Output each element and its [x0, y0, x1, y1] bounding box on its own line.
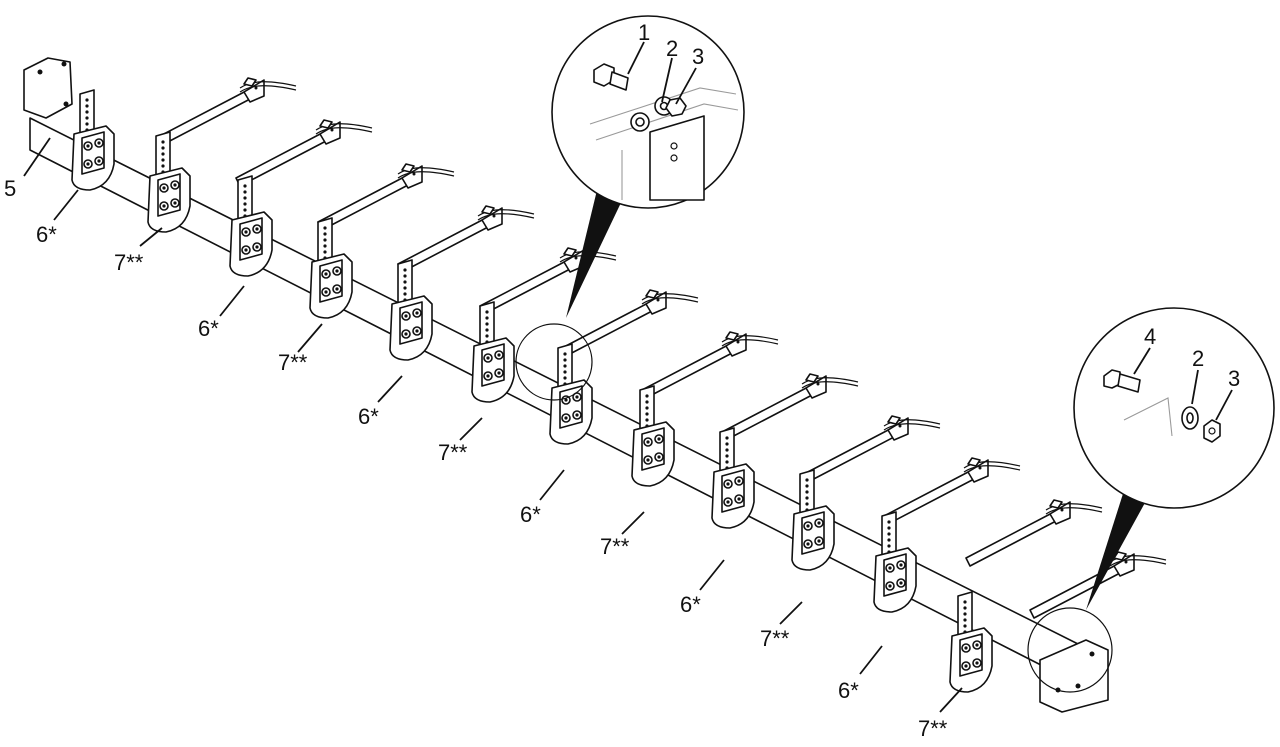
callout-1: 1: [638, 20, 650, 45]
callout-5: 5: [4, 176, 16, 201]
callout-6: 6*: [36, 222, 57, 247]
callout-3: 3: [1228, 366, 1240, 391]
callout-2: 2: [666, 36, 678, 61]
detail-pointer-bottom: [1086, 478, 1152, 610]
callout-6: 6*: [198, 316, 219, 341]
callout-7: 7**: [438, 440, 468, 465]
callout-6: 6*: [520, 502, 541, 527]
callout-3: 3: [692, 44, 704, 69]
detail-pointer-top: [566, 186, 628, 318]
detail-marker-bottom: [1027, 607, 1113, 693]
callout-7: 7**: [760, 626, 790, 651]
callout-7: 7**: [114, 250, 144, 275]
callout-7: 7**: [278, 350, 308, 375]
detail-bubble-top: [551, 15, 745, 209]
callout-2: 2: [1192, 346, 1204, 371]
leader-lines: [23, 41, 1233, 713]
callout-6: 6*: [358, 404, 379, 429]
detail-bubble-bottom: [1073, 307, 1275, 509]
callout-7: 7**: [918, 716, 948, 741]
callout-6: 6*: [680, 592, 701, 617]
detail-marker-top: [515, 323, 593, 401]
callout-4: 4: [1144, 324, 1156, 349]
callout-7: 7**: [600, 534, 630, 559]
callout-6: 6*: [838, 678, 859, 703]
